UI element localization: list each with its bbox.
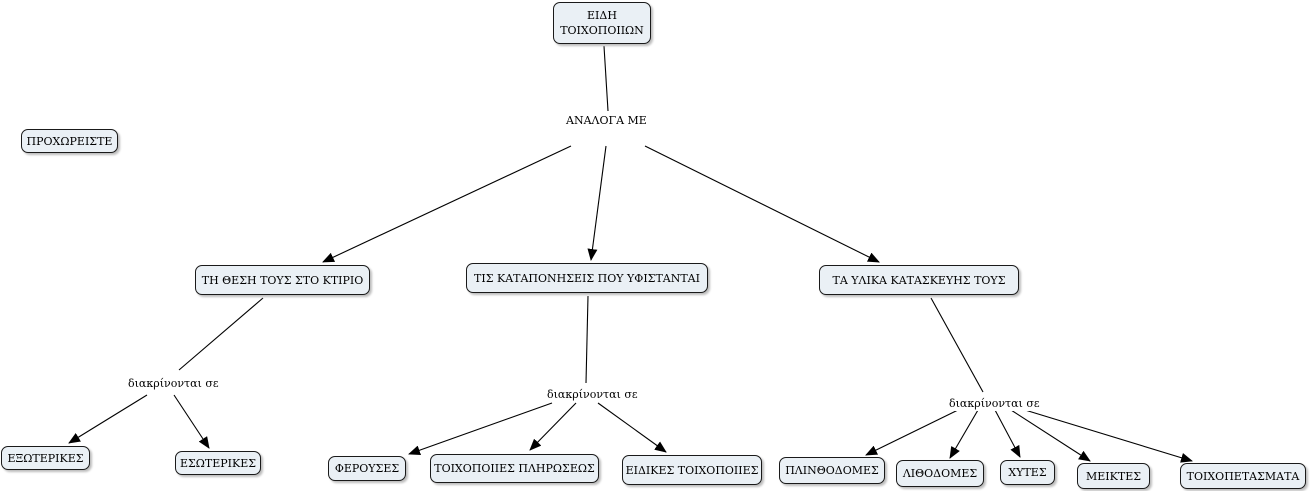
concept-special-masonry[interactable]: ΕΙΔΙΚΕΣ ΤΟΙΧΟΠΟΙΙΕΣ bbox=[622, 455, 762, 485]
edge-divided-to-infill bbox=[529, 402, 577, 451]
concept-load-bearing[interactable]: ΦΕΡΟΥΣΕΣ bbox=[328, 456, 406, 481]
link-divided-into-stress: διακρίνονται σε bbox=[545, 388, 640, 402]
concept-wall-panels[interactable]: ΤΟΙΧΟΠΕΤΑΣΜΑΤΑ bbox=[1180, 463, 1306, 489]
edge-divided-to-panels bbox=[1024, 409, 1193, 463]
edge-divided-to-cast bbox=[994, 409, 1021, 458]
edge-link-to-position bbox=[322, 145, 572, 263]
edge-position-to-divided bbox=[178, 297, 264, 371]
link-divided-into-position: διακρίνονται σε bbox=[126, 377, 221, 391]
edge-divided-to-loadbearing bbox=[408, 402, 553, 456]
link-divided-into-materials: διακρίνονται σε bbox=[947, 397, 1042, 411]
edge-divided-to-brick bbox=[865, 409, 959, 456]
edge-link-to-materials bbox=[644, 145, 880, 263]
edge-link-to-stress bbox=[587, 145, 607, 261]
edge-materials-to-divided bbox=[930, 297, 984, 393]
concept-mixed-masonry[interactable]: ΜΕΙΚΤΕΣ bbox=[1077, 463, 1150, 489]
concept-types-of-masonry[interactable]: ΕΙΔΗ ΤΟΙΧΟΠΟΙΙΩΝ bbox=[553, 2, 651, 44]
concept-interior[interactable]: ΕΣΩΤΕΡΙΚΕΣ bbox=[175, 451, 261, 475]
edge-divided-to-stone bbox=[949, 409, 979, 459]
concept-stresses[interactable]: ΤΙΣ ΚΑΤΑΠΟΝΗΣΕΙΣ ΠΟΥ ΥΦΙΣΤΑΝΤΑΙ bbox=[466, 263, 708, 293]
edge-root-to-link bbox=[603, 45, 609, 112]
concept-infill-masonry[interactable]: ΤΟΙΧΟΠΟΙΙΕΣ ΠΛΗΡΩΣΕΩΣ bbox=[430, 454, 599, 483]
edge-divided-to-exterior bbox=[68, 394, 148, 444]
edge-divided-to-special bbox=[597, 402, 667, 453]
concept-proceed-button[interactable]: ΠΡΟΧΩΡΕΙΣΤΕ bbox=[21, 129, 118, 153]
link-according-to: ΑΝΑΛΟΓΑ ΜΕ bbox=[564, 114, 649, 128]
concept-construction-materials[interactable]: ΤΑ ΥΛΙΚΑ ΚΑΤΑΣΚΕΥΗΣ ΤΟΥΣ bbox=[819, 265, 1019, 295]
concept-exterior[interactable]: ΕΞΩΤΕΡΙΚΕΣ bbox=[1, 446, 90, 470]
edge-divided-to-interior bbox=[173, 394, 210, 449]
edge-stress-to-divided bbox=[585, 295, 589, 384]
concept-position-in-building[interactable]: ΤΗ ΘΕΣΗ ΤΟΥΣ ΣΤΟ ΚΤΙΡΙΟ bbox=[195, 265, 370, 295]
edge-divided-to-mixed bbox=[1010, 409, 1091, 462]
concept-brick-masonry[interactable]: ΠΛΙΝΘΟΔΟΜΕΣ bbox=[779, 457, 885, 484]
concept-cast-masonry[interactable]: ΧΥΤΕΣ bbox=[1000, 460, 1055, 485]
concept-stone-masonry[interactable]: ΛΙΘΟΔΟΜΕΣ bbox=[896, 460, 984, 487]
